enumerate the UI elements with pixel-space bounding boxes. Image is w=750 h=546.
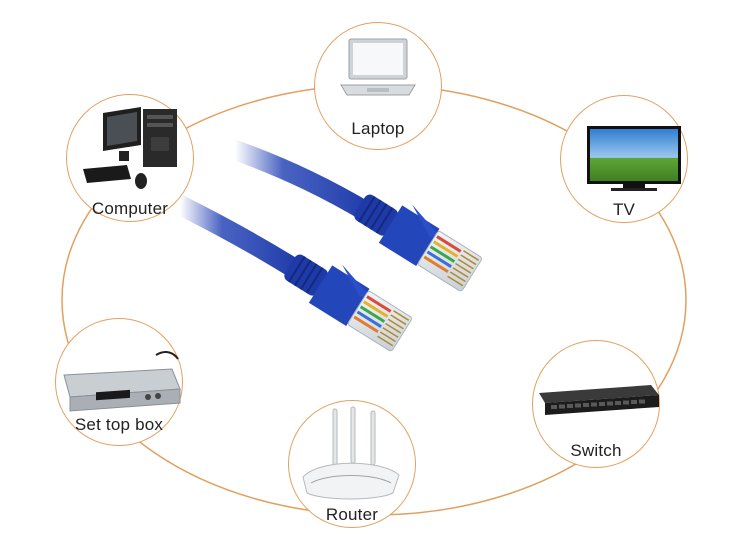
device-node-set-top-box: Set top box (55, 318, 183, 446)
set-top-box-label: Set top box (74, 415, 164, 434)
set-top-box-icon (63, 351, 181, 412)
router-label: Router (325, 505, 379, 524)
tv-icon (587, 126, 681, 191)
computer-label: Computer (91, 199, 169, 218)
device-node-router: Router (288, 400, 416, 528)
laptop-label: Laptop (351, 119, 405, 138)
device-node-tv: TV (560, 95, 688, 223)
tv-label: TV (612, 200, 636, 219)
network-switch-icon (539, 385, 659, 415)
device-node-switch: Switch (532, 340, 660, 468)
device-node-laptop: Laptop (314, 22, 442, 150)
switch-label: Switch (570, 441, 622, 460)
laptop-icon (340, 38, 416, 96)
device-node-computer: Computer (66, 94, 194, 222)
desktop-computer-icon (83, 107, 177, 189)
wifi-router-icon (302, 406, 400, 500)
